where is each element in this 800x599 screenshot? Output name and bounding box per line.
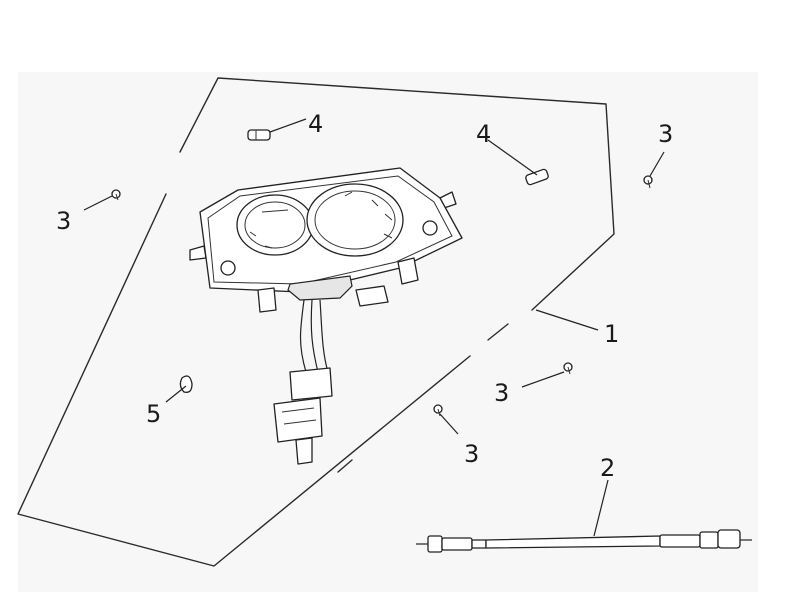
callout-screw-bottom-mid: 3 (464, 440, 479, 468)
lower-bracket-left (257, 287, 277, 313)
callouts: 4 4 3 3 1 3 5 3 2 (56, 110, 673, 482)
leader-lines (83, 118, 665, 537)
speedometer-assembly (189, 167, 463, 465)
callout-screw-top-right: 3 (658, 120, 673, 148)
screw-bottom-mid (433, 404, 443, 417)
callout-screw-mid-right: 3 (494, 379, 509, 407)
callout-speedometer: 1 (604, 320, 619, 348)
screw-mid-right (563, 362, 573, 375)
wire-connector-head (289, 367, 333, 401)
speedometer-cable (416, 529, 752, 553)
callout-bulb-left: 4 (308, 110, 323, 138)
screw-top-right (643, 175, 653, 189)
callout-screw-top-left: 3 (56, 207, 71, 235)
bulb-left (247, 129, 271, 141)
cable-socket (287, 275, 353, 301)
callout-bulb-right: 4 (476, 120, 491, 148)
callout-clip: 5 (146, 400, 161, 428)
assembly-boundary (17, 77, 615, 567)
callout-speedometer-cable: 2 (600, 454, 615, 482)
diagram-background (18, 72, 758, 592)
bulb-right (525, 168, 549, 186)
gauge-faces (236, 183, 404, 257)
mount-hole-left (220, 260, 236, 276)
mount-hole-right (422, 220, 438, 236)
lower-bracket-right (397, 257, 419, 285)
screw-top-left (111, 189, 121, 201)
connector-housing (355, 285, 389, 307)
clip (179, 375, 193, 393)
